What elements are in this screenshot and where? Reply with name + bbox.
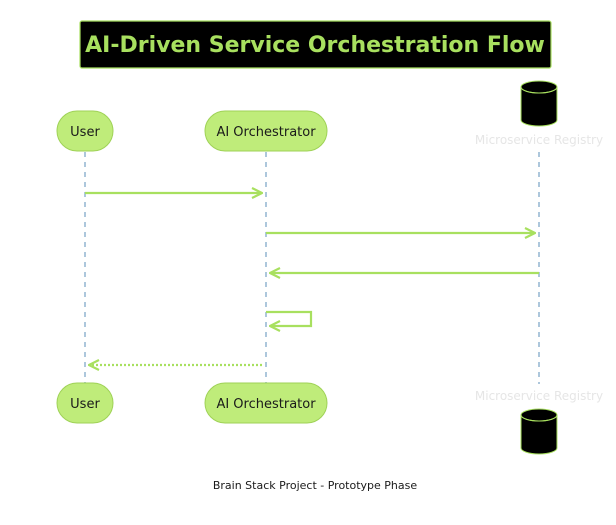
participant-user-label-bottom: User: [70, 397, 100, 412]
database-icon: [520, 80, 558, 127]
message-orchestrator-self: [266, 310, 313, 326]
participant-registry-label-bottom: Microservice Registry: [475, 389, 603, 403]
participant-orchestrator-label: AI Orchestrator: [216, 125, 316, 140]
participant-user-label: User: [70, 125, 100, 140]
participant-registry-top: Microservice Registry: [475, 80, 603, 147]
database-icon: [520, 408, 558, 455]
diagram-title: AI-Driven Service Orchestration Flow: [79, 20, 552, 69]
footer-caption: Brain Stack Project - Prototype Phase: [213, 479, 418, 492]
participant-registry-bottom: Microservice Registry: [475, 389, 603, 455]
participant-orchestrator-top: AI Orchestrator: [204, 110, 328, 152]
title-text: AI-Driven Service Orchestration Flow: [85, 33, 545, 58]
participant-registry-label: Microservice Registry: [475, 133, 603, 147]
participant-user-bottom: User: [56, 382, 114, 424]
participant-user-top: User: [56, 110, 114, 152]
participant-orchestrator-bottom: AI Orchestrator: [204, 382, 328, 424]
participant-orchestrator-label-bottom: AI Orchestrator: [216, 397, 316, 412]
